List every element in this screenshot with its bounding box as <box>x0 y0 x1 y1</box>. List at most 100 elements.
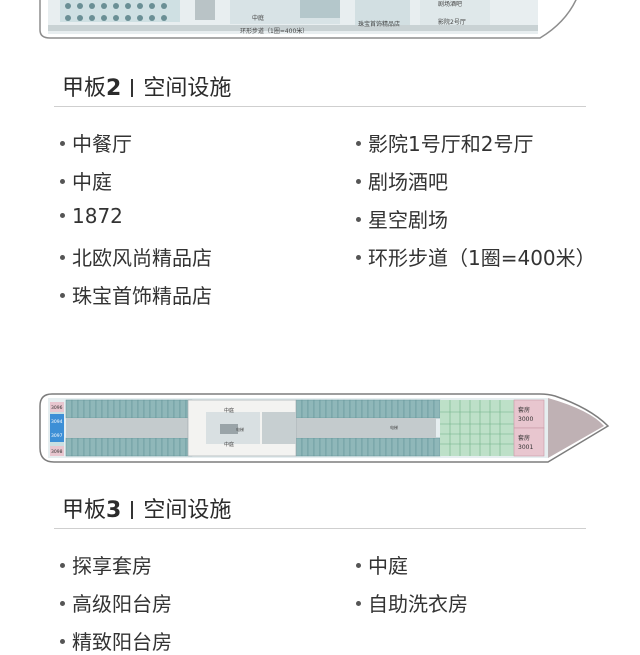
cabin-cell <box>173 399 181 419</box>
cabin-cell <box>355 399 363 419</box>
cabin-cell <box>161 437 169 457</box>
deck3-left-cabin-1: 3094 <box>51 419 63 425</box>
cabin-cell <box>131 437 139 457</box>
cabin-cell <box>113 399 121 419</box>
deck2-facility-right-3: 环形步道（1圈=400米） <box>356 242 596 271</box>
cabin-cell <box>385 399 393 419</box>
cabin-cell <box>355 437 363 457</box>
deck3-facility-left-2: 精致阳台房 <box>60 626 172 655</box>
bullet-icon <box>60 213 65 218</box>
cabin-cell <box>95 399 103 419</box>
cabin-cell <box>337 399 345 419</box>
cabin-cell <box>379 437 387 457</box>
deck2-facility-left-0: 中餐厅 <box>60 128 132 157</box>
deck2-facility-left-1: 中庭 <box>60 166 112 195</box>
deck2-map: 中庭 环形步道（1圈=400米） 珠宝首饰精品店 影院2号厅 剧场酒吧 <box>39 0 577 39</box>
deck3-elevator-label-2: 电梯 <box>390 424 398 430</box>
cabin-cell <box>433 399 441 419</box>
bullet-icon <box>356 141 361 146</box>
bullet-icon <box>60 255 65 260</box>
cabin-cell <box>373 437 381 457</box>
cabin-cell <box>167 437 175 457</box>
cabin-cell <box>137 437 145 457</box>
bullet-icon <box>60 601 65 606</box>
cabin-cell <box>119 399 127 419</box>
bullet-icon <box>60 179 65 184</box>
deck3-left-cabin-2: 3097 <box>51 433 63 439</box>
cabin-cell <box>167 399 175 419</box>
cabin-cell <box>179 399 187 419</box>
deck3-left-cabin-3: 3098 <box>51 449 63 455</box>
bullet-icon <box>356 601 361 606</box>
cabin-cell <box>71 399 79 419</box>
deck3-title-suffix: 空间设施 <box>143 498 232 523</box>
cabin-cell <box>367 437 375 457</box>
cabin-cell <box>295 437 303 457</box>
cabin-cell <box>313 399 321 419</box>
cabin-cell <box>143 399 151 419</box>
bullet-icon <box>60 141 65 146</box>
deck3-center-label-bottom: 中庭 <box>224 441 234 448</box>
cabin-cell <box>415 437 423 457</box>
cabin-cell <box>137 399 145 419</box>
cabin-cell <box>361 399 369 419</box>
title-divider <box>131 501 134 519</box>
cabin-cell <box>71 437 79 457</box>
cabin-cell <box>107 437 115 457</box>
cabin-cell <box>125 399 133 419</box>
cabin-cell <box>403 399 411 419</box>
cabin-cell <box>391 437 399 457</box>
cabin-cell <box>155 437 163 457</box>
cabin-cell <box>397 399 405 419</box>
cabin-cell <box>433 437 441 457</box>
cabin-cell <box>331 437 339 457</box>
cabin-cell <box>325 399 333 419</box>
deck2-walkway-label: 环形步道（1圈=400米） <box>240 27 308 35</box>
bullet-icon <box>356 217 361 222</box>
cabin-cell <box>77 437 85 457</box>
cabin-cell <box>325 437 333 457</box>
cabin-cell <box>107 399 115 419</box>
deck3-title-prefix: 甲板 <box>62 498 107 523</box>
deck3-suite1-label: 套房 <box>518 406 530 414</box>
bullet-icon <box>356 179 361 184</box>
cabin-cell <box>131 399 139 419</box>
deck2-title-suffix: 空间设施 <box>143 76 232 101</box>
title-divider <box>131 79 134 97</box>
cabin-cell <box>125 437 133 457</box>
cabin-cell <box>301 437 309 457</box>
cabin-cell <box>319 399 327 419</box>
bullet-icon <box>60 563 65 568</box>
cabin-cell <box>361 437 369 457</box>
deck3-facility-left-1: 高级阳台房 <box>60 588 172 617</box>
deck2-number: 2 <box>106 76 122 101</box>
cabin-cell <box>295 399 303 419</box>
cabin-cell <box>409 399 417 419</box>
cabin-cell <box>65 437 73 457</box>
cabin-cell <box>143 437 151 457</box>
deck2-jewelry-label: 珠宝首饰精品店 <box>358 20 400 28</box>
cabin-cell <box>367 399 375 419</box>
deck2-title-prefix: 甲板 <box>62 76 107 101</box>
deck3-map: 中庭 中庭 电梯 电梯 套房 3000 套房 3001 3096 3094 30… <box>39 393 610 463</box>
cabin-cell <box>337 437 345 457</box>
cabin-cell <box>95 437 103 457</box>
deck2-facility-right-2: 星空剧场 <box>356 204 448 233</box>
deck3-facility-left-0: 探享套房 <box>60 550 152 579</box>
deck3-facility-right-0: 中庭 <box>356 550 408 579</box>
cabin-cell <box>119 437 127 457</box>
deck3-suite1-number: 3000 <box>518 416 533 423</box>
deck3-elevator-label: 电梯 <box>236 426 244 432</box>
cabin-cell <box>307 437 315 457</box>
cabin-cell <box>101 399 109 419</box>
deck3-suite2-number: 3001 <box>518 444 533 451</box>
deck3-number: 3 <box>106 498 122 523</box>
cabin-cell <box>301 399 309 419</box>
deck2-divider <box>54 106 586 107</box>
cabin-cell <box>421 437 429 457</box>
cabin-cell <box>403 437 411 457</box>
cabin-cell <box>331 399 339 419</box>
bullet-icon <box>60 293 65 298</box>
deck3-center-label-top: 中庭 <box>224 407 234 414</box>
deck3-title: 甲板3 空间设施 <box>62 492 231 524</box>
